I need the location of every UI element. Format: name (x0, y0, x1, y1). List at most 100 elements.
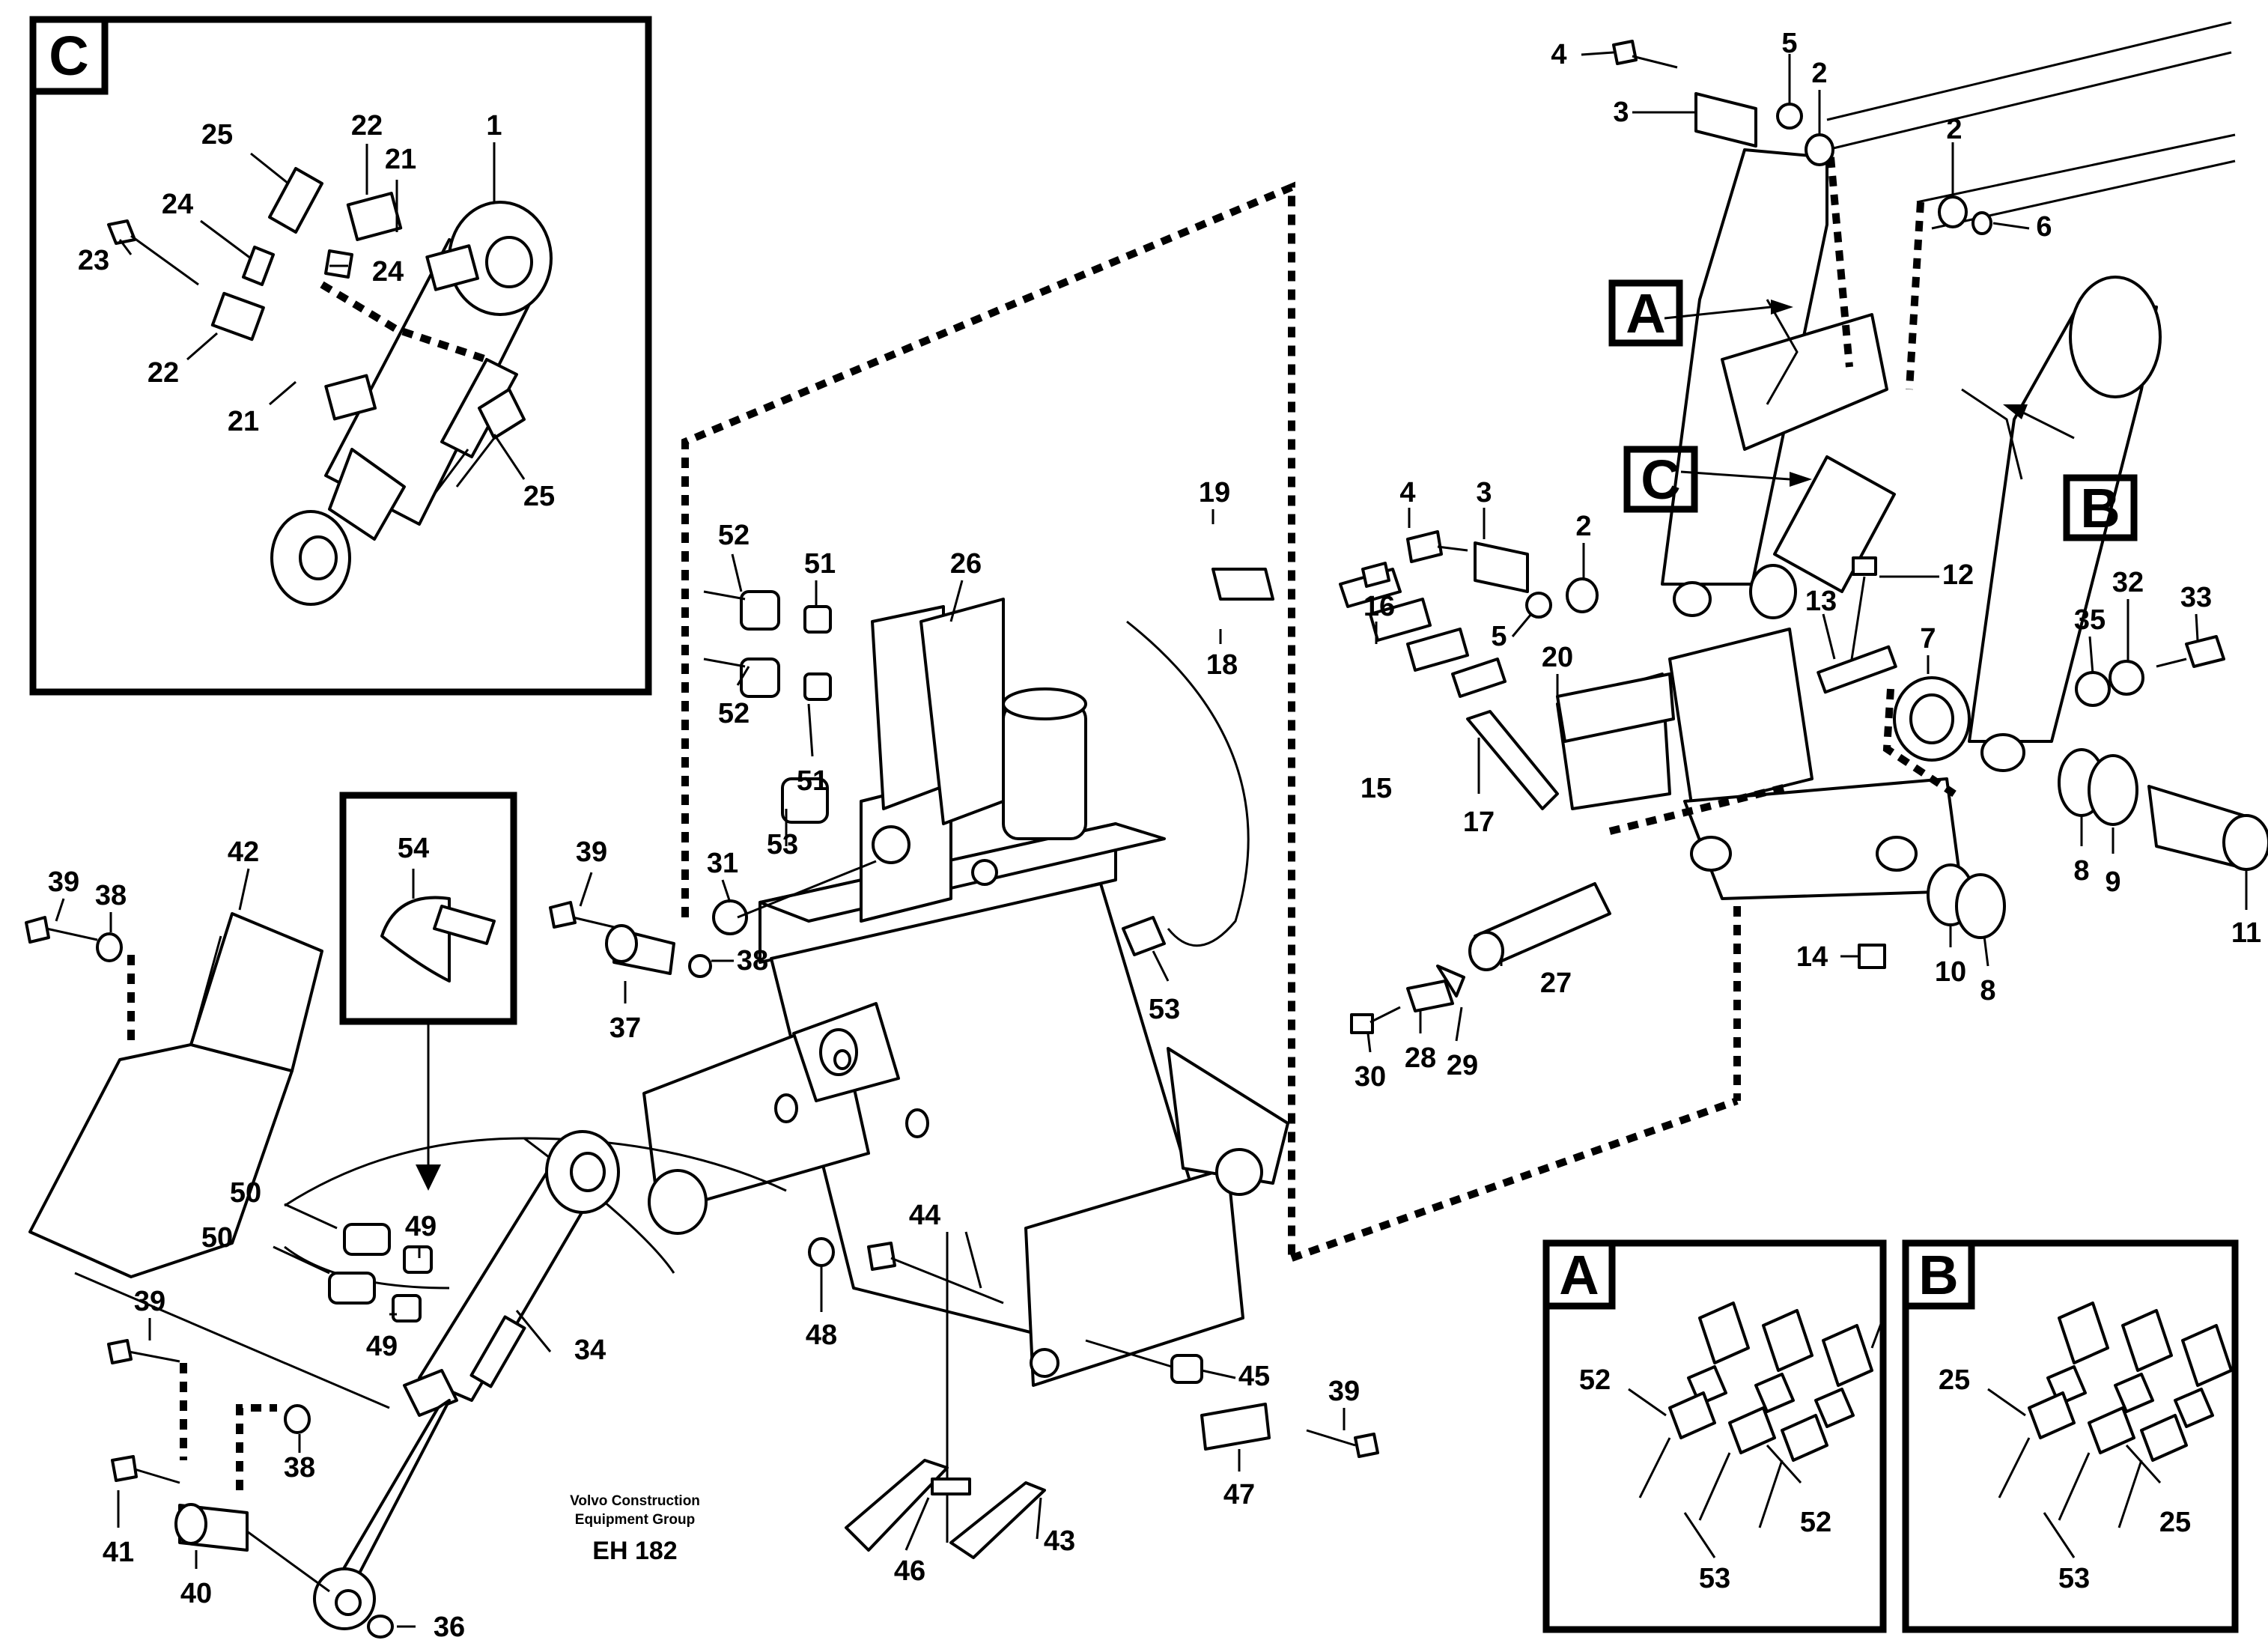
inset-adapter (242, 246, 275, 286)
inset-c: C (29, 16, 652, 696)
inset-a-frame (1542, 1239, 1887, 1633)
callout-c-6: 6 (2036, 211, 2052, 243)
bolt-12-head (1852, 556, 1877, 576)
callout-c-30: 30 (1355, 1061, 1386, 1093)
strap-13 (1816, 645, 1897, 694)
inset-clamp-left (210, 291, 265, 341)
callout-c-35: 35 (2074, 604, 2106, 636)
lock-plate-28 (1406, 980, 1454, 1012)
inset-b: B (1902, 1239, 2239, 1633)
callout-c-49b: 49 (366, 1331, 398, 1362)
callout-c-inA-53: 53 (1699, 1563, 1730, 1594)
callout-c-36: 36 (434, 1612, 465, 1643)
inset-a: A (1542, 1239, 1887, 1633)
screw-30 (1350, 1013, 1374, 1034)
callout-c-inset-22a: 22 (351, 110, 383, 142)
inset-clamp-top (346, 192, 403, 241)
washer-48 (808, 1237, 835, 1267)
callout-c-inset-25b: 25 (523, 481, 555, 512)
credit-line-1: Volvo Construction (570, 1493, 700, 1509)
marker-a: A (1626, 282, 1665, 344)
callout-c-52a: 52 (718, 520, 750, 551)
callout-c-32: 32 (2112, 567, 2144, 598)
washer-31 (712, 899, 748, 935)
callout-c-inset-24a: 24 (162, 189, 193, 220)
callout-c-7: 7 (1920, 623, 1936, 655)
callout-c-inset-25a: 25 (201, 119, 233, 151)
callout-c-41: 41 (103, 1537, 134, 1568)
callout-c-38b: 38 (95, 880, 127, 911)
callout-c-9: 9 (2105, 866, 2120, 898)
marker-c: C (1641, 449, 1680, 511)
inset-screw-head (107, 219, 136, 245)
inset-hose-fitting-right (478, 388, 526, 440)
callout-c-inB-53: 53 (2058, 1563, 2090, 1594)
callout-c-39a: 39 (576, 836, 607, 868)
callout-c-38c: 38 (284, 1452, 315, 1484)
shield-20 (1556, 672, 1675, 743)
lock-29 (1436, 965, 1465, 997)
inset-a-letter: A (1559, 1244, 1599, 1306)
callout-c-8a: 8 (2073, 855, 2089, 887)
inset-clamp-right (425, 244, 479, 291)
inset-c-label-box (29, 16, 109, 95)
pedestal-leg-right (1167, 1047, 1289, 1185)
boom-right-arm (1968, 298, 2158, 743)
washer-8b (1955, 873, 2006, 939)
inset-a-fittings (1638, 1302, 1885, 1528)
mount-plate (1668, 628, 1814, 810)
callout-c-8b: 8 (1980, 975, 1995, 1006)
callout-c-inA-52b: 52 (1800, 1507, 1831, 1538)
pin-46 (931, 1478, 971, 1495)
callout-c-54: 54 (398, 833, 429, 864)
callout-c-43: 43 (1044, 1525, 1075, 1557)
callout-c-38a: 38 (737, 945, 768, 977)
bushing-47 (1200, 1403, 1271, 1451)
inset-a-label-box (1542, 1239, 1616, 1310)
callout-c-45: 45 (1238, 1361, 1270, 1392)
callout-c-13: 13 (1805, 586, 1837, 617)
callout-c-inset-24b: 24 (372, 256, 404, 288)
callout-c-42: 42 (228, 836, 259, 868)
lower-cradle (1683, 777, 1963, 900)
callout-c-39b: 39 (48, 866, 79, 898)
callout-c-28: 28 (1405, 1042, 1436, 1074)
callout-c-14: 14 (1796, 941, 1828, 973)
callout-c-inset-23: 23 (78, 245, 109, 276)
callout-c-39c: 39 (134, 1286, 165, 1317)
callout-c-51b: 51 (797, 765, 828, 797)
callout-c-inset-21a: 21 (385, 144, 416, 175)
callout-c-inset-1: 1 (486, 110, 502, 142)
callout-c-51a: 51 (804, 548, 836, 580)
callout-c-46: 46 (894, 1555, 925, 1587)
callout-c-48: 48 (806, 1319, 837, 1351)
callout-c-53a: 53 (767, 829, 798, 860)
nut-45 (1170, 1354, 1203, 1384)
callout-c-5a: 5 (1781, 28, 1797, 59)
marker-a-box (1608, 279, 1683, 347)
bolt-19 (1361, 562, 1390, 588)
rod-17 (1466, 710, 1559, 810)
callout-c-4a: 4 (1551, 39, 1566, 70)
cover-42 (28, 1043, 294, 1278)
callout-c-29: 29 (1447, 1050, 1478, 1081)
inset-hose-fitting-top (268, 167, 323, 234)
inset-c-frame (29, 16, 652, 696)
callout-c-20: 20 (1542, 642, 1573, 673)
callout-c-12: 12 (1942, 559, 1974, 591)
left-assembly (25, 792, 787, 1639)
inset-b-label-box (1902, 1239, 1975, 1310)
callout-c-18: 18 (1206, 649, 1238, 681)
callout-c-27: 27 (1540, 968, 1572, 999)
marker-b-box (2063, 474, 2138, 541)
callout-c-3a: 3 (1613, 97, 1629, 128)
inset-b-letter: B (1918, 1244, 1958, 1306)
callout-c-inA-52a: 52 (1579, 1364, 1611, 1396)
callout-c-49a: 49 (405, 1211, 437, 1242)
callout-c-53b: 53 (1149, 994, 1180, 1025)
callout-c-50a: 50 (230, 1177, 261, 1209)
callout-c-2b: 2 (1946, 114, 1962, 145)
callout-c-39d: 39 (1328, 1376, 1360, 1407)
